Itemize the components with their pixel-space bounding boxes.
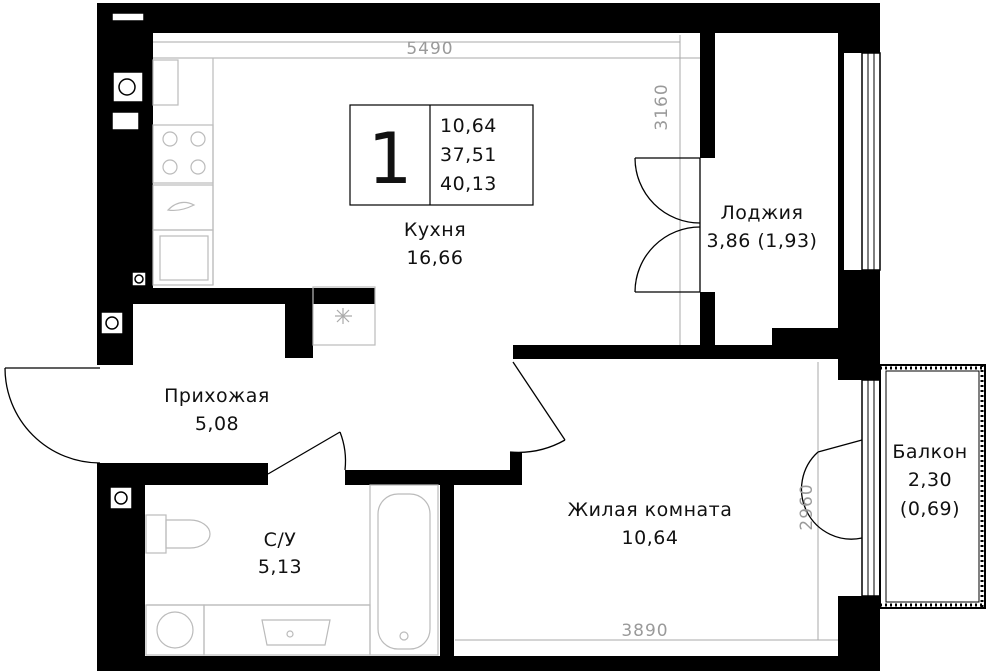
walls: [97, 3, 880, 671]
apartment-badge: 1 10,64 37,51 40,13: [349, 104, 534, 206]
doors: [4, 157, 863, 540]
badge-living-area: 10,64: [440, 115, 497, 137]
loggia-area: 3,86 (1,93): [707, 230, 818, 252]
kitchen-area: 16,66: [407, 247, 464, 269]
windows: [111, 12, 881, 597]
balcony-name: Балкон: [892, 441, 967, 463]
badge-room-count: 1: [368, 118, 413, 200]
balcony: [879, 364, 986, 609]
hallway-name: Прихожая: [164, 385, 270, 407]
balcony-area: 2,30: [908, 469, 952, 491]
bathroom-area: 5,13: [258, 556, 302, 578]
living-width-dim: 3890: [621, 621, 668, 641]
kitchen-fixtures: [152, 57, 700, 346]
badge-total-area-balcony: 40,13: [440, 173, 497, 195]
bathroom-fixtures: [145, 484, 439, 656]
loggia-name: Лоджия: [721, 202, 804, 224]
living-depth-dim: 2960: [797, 483, 817, 530]
balcony-reduced-area: (0,69): [900, 498, 960, 520]
bathroom-name: С/У: [264, 529, 297, 551]
dimension-lines: [153, 35, 838, 641]
badge-total-area: 37,51: [440, 144, 497, 166]
living-room-area: 10,64: [622, 527, 679, 549]
ventilation-shafts: [100, 71, 147, 510]
dimension-labels: 5490 3160 3890 2960: [406, 39, 817, 641]
room-labels: Кухня 16,66 Лоджия 3,86 (1,93) Прихожая …: [164, 202, 967, 578]
kitchen-name: Кухня: [404, 219, 466, 241]
kitchen-depth-dim: 3160: [652, 83, 672, 130]
hallway-area: 5,08: [195, 413, 239, 435]
living-room-name: Жилая комната: [568, 499, 733, 521]
window-lines: [867, 53, 875, 596]
kitchen-width-dim: 5490: [406, 39, 453, 59]
